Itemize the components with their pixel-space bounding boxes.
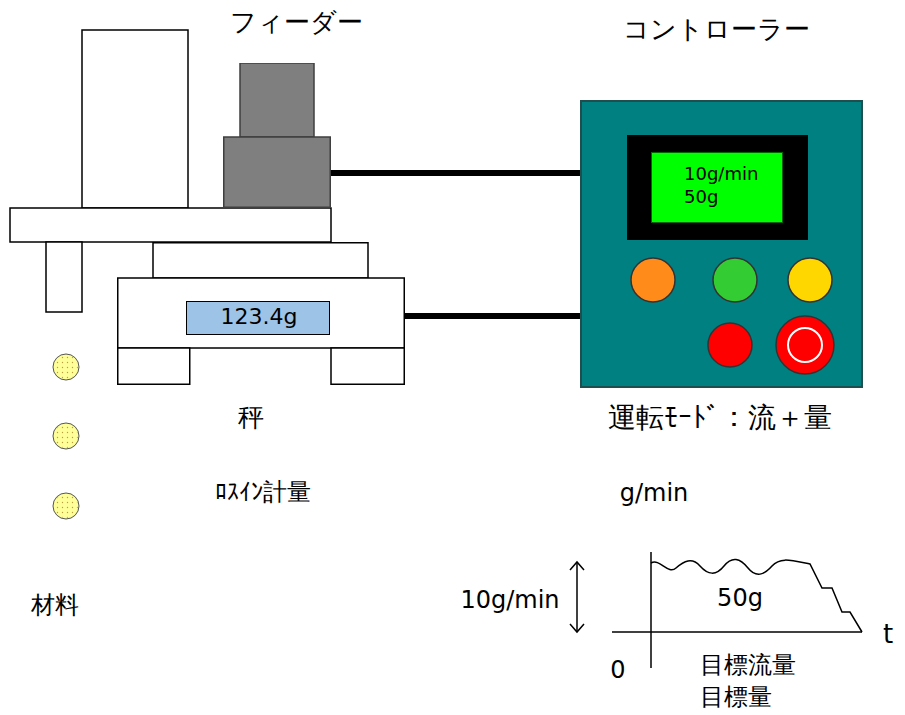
material-pellets xyxy=(53,354,79,519)
controller-housing xyxy=(581,101,862,387)
target-flow-label: 目標流量 xyxy=(700,651,796,680)
controller-panel-shape xyxy=(580,100,863,388)
hopper xyxy=(82,30,188,208)
outlet-chute xyxy=(46,242,82,312)
feeder-unit-shape xyxy=(223,63,331,208)
controller-screen: 10g/min50g xyxy=(651,152,783,223)
feeder-plate xyxy=(10,208,331,242)
feeder-label: フィーダー xyxy=(230,7,363,38)
screen-bezel xyxy=(627,135,808,240)
target-flow-value: 10g/min xyxy=(460,586,559,615)
screen-flow: 10g/min xyxy=(684,163,758,185)
scale-foot xyxy=(118,348,190,384)
emergency-stop xyxy=(776,316,834,374)
scale-body xyxy=(118,278,405,348)
scale-display: 123.4g xyxy=(186,301,330,335)
orange-button xyxy=(631,258,675,302)
emergency-stop-ring xyxy=(788,328,822,362)
controller-panel: コントローラー10g/min50g xyxy=(580,100,863,388)
scale-unit: 秤123.4g xyxy=(117,242,405,385)
red-button xyxy=(708,323,752,367)
screen-amount: 50g xyxy=(684,186,718,208)
feeder-unit: フィーダー xyxy=(223,63,331,208)
yellow-button xyxy=(788,258,832,302)
cable xyxy=(331,170,580,176)
scale-reading: 123.4g xyxy=(221,304,298,330)
y-axis-unit: g/min xyxy=(620,479,689,508)
operation-mode-label: 運転ﾓｰﾄﾞ：流＋量 xyxy=(608,401,832,435)
scale-foot xyxy=(331,348,404,384)
x-axis-label: t xyxy=(883,619,893,650)
green-button xyxy=(713,258,757,302)
origin-label: 0 xyxy=(610,656,625,685)
scale-pan xyxy=(153,243,368,278)
controller-label: コントローラー xyxy=(623,14,810,45)
flow-graph xyxy=(570,552,862,668)
material-label: 材料 xyxy=(31,591,79,620)
feeder-motor xyxy=(240,63,314,137)
target-amount-value: 50g xyxy=(717,584,763,613)
target-amount-label: 目標量 xyxy=(700,683,772,712)
scale-label: 秤 xyxy=(238,402,264,433)
feeder-body xyxy=(224,137,331,207)
cable xyxy=(405,313,580,319)
loss-in-weight-label: ﾛｽｲﾝ計量 xyxy=(215,478,311,507)
